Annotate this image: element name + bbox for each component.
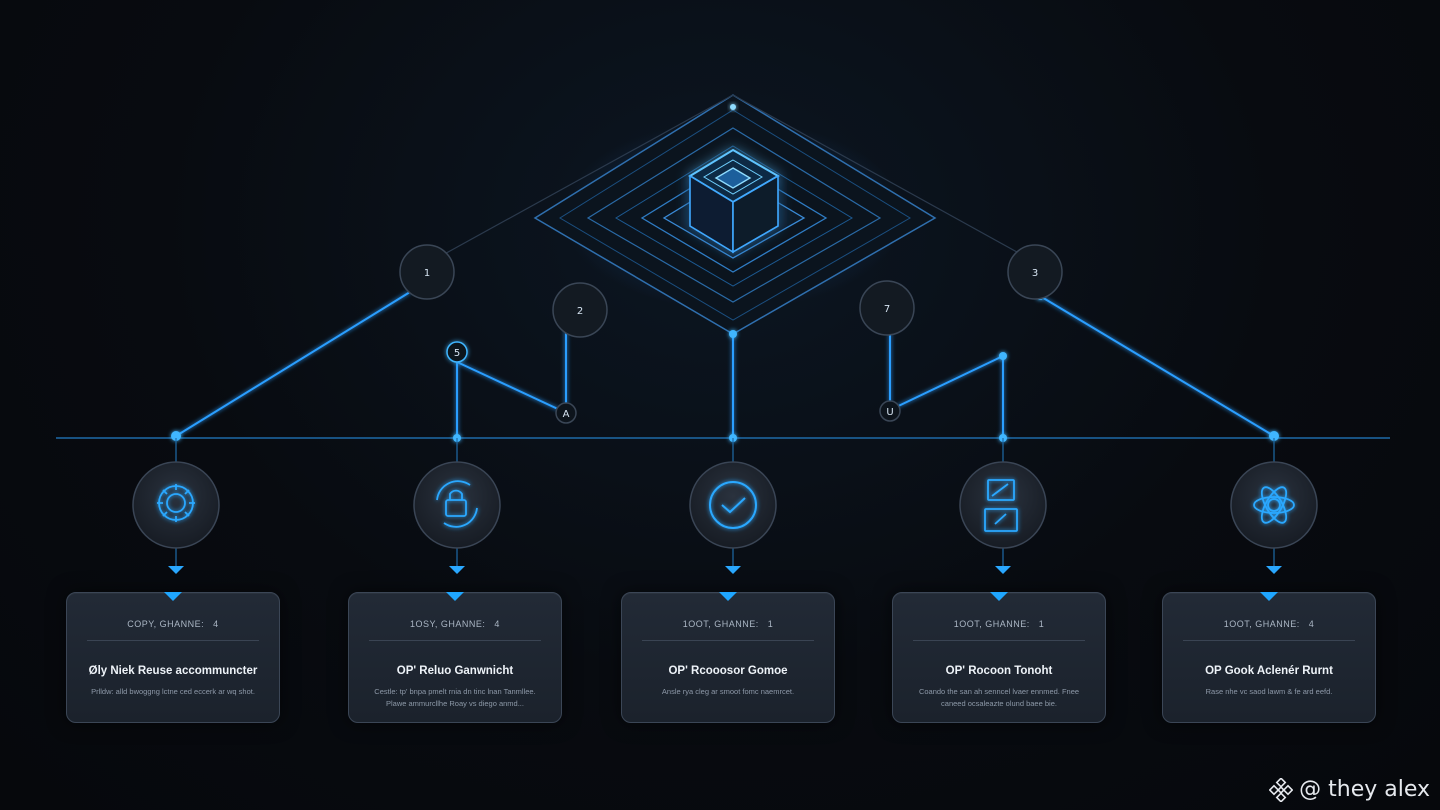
card-divider (642, 640, 814, 641)
marker-3: 3 (1007, 244, 1063, 300)
marker-1: 1 (399, 244, 455, 300)
card-meta-label: 1OOT, GHANNE: (953, 619, 1030, 629)
marker-u: U (879, 400, 901, 422)
step-card-2: 1OSY, GHANNE: 4 OP' Reluo Ganwnicht Cest… (348, 592, 562, 723)
card-description: Ansle rya cleg ar smoot fomc naemrcet. (661, 687, 795, 696)
card-notch (719, 592, 737, 601)
marker-label: 2 (577, 306, 583, 317)
step-node-5 (1230, 461, 1318, 549)
marker-7: 7 (859, 280, 915, 336)
node-stems (175, 438, 1275, 566)
guide-lines (429, 94, 1036, 263)
step-card-1: COPY, GHANNE: 4 Øly Niek Reuse accommunc… (66, 592, 280, 723)
marker-label: 1 (424, 268, 430, 279)
card-description: Prlldw: alld bwoggng lctne ced eccerk ar… (91, 687, 255, 696)
atom-flower-icon (1253, 486, 1295, 524)
card-divider (1183, 640, 1355, 641)
down-arrow-icon (995, 566, 1011, 574)
card-title: OP' Rocoon Tonoht (945, 665, 1053, 677)
step-node-3 (689, 461, 777, 549)
central-chip-icon (533, 94, 937, 335)
card-title: Øly Niek Reuse accommuncter (88, 665, 258, 677)
card-meta-label: 1OOT, GHANNE: (1223, 619, 1300, 629)
step-node-2 (413, 461, 501, 549)
card-notch (1260, 592, 1278, 601)
down-arrows (168, 566, 1282, 574)
step-card-3: 1OOT, GHANNE: 1 OP' Rcooosor Gomoe Ansle… (621, 592, 835, 723)
marker-label: A (563, 409, 570, 420)
card-description: Coando the san ah senncel lvaer ennmed. … (918, 687, 1080, 708)
card-divider (87, 640, 259, 641)
card-title: OP' Reluo Ganwnicht (396, 665, 514, 677)
card-meta: 1OOT, GHANNE: 1 (622, 619, 834, 629)
card-meta: COPY, GHANNE: 4 (67, 619, 279, 629)
card-notch (990, 592, 1008, 601)
layers-frame-icon (984, 479, 1018, 532)
card-meta-number: 4 (494, 619, 500, 629)
step-card-5: 1OOT, GHANNE: 4 OP Gook Aclenér Rurnt Ra… (1162, 592, 1376, 723)
down-arrow-icon (449, 566, 465, 574)
marker-a: A (555, 402, 577, 424)
binance-logo-icon (1269, 777, 1294, 802)
card-meta: 1OOT, GHANNE: 1 (893, 619, 1105, 629)
card-notch (164, 592, 182, 601)
card-title: OP' Rcooosor Gomoe (668, 665, 788, 677)
step-card-4: 1OOT, GHANNE: 1 OP' Rocoon Tonoht Coando… (892, 592, 1106, 723)
card-meta-label: COPY, GHANNE: (127, 619, 205, 629)
card-divider (913, 640, 1085, 641)
marker-label: 5 (454, 348, 460, 359)
marker-label: 7 (884, 304, 890, 315)
marker-label: U (886, 407, 893, 418)
card-meta: 1OOT, GHANNE: 4 (1163, 619, 1375, 629)
marker-label: 3 (1032, 268, 1038, 279)
card-meta-number: 1 (767, 619, 774, 629)
watermark: @ they alex (1269, 777, 1430, 802)
marker-2: 2 (552, 282, 608, 338)
down-arrow-icon (725, 566, 741, 574)
card-notch (446, 592, 464, 601)
down-arrow-icon (168, 566, 184, 574)
card-description: Rase nhe vc saod lawm & fe ard eefd. (1205, 687, 1333, 696)
card-meta-label: 1OOT, GHANNE: (682, 619, 759, 629)
step-node-4 (959, 461, 1047, 549)
lock-cycle-icon (436, 480, 478, 528)
card-meta-number: 4 (213, 619, 219, 629)
check-circle-icon (709, 481, 757, 529)
card-divider (369, 640, 541, 641)
card-meta-label: 1OSY, GHANNE: (410, 619, 486, 629)
card-meta-number: 4 (1308, 619, 1315, 629)
step-node-1 (132, 461, 220, 549)
connector-lines (175, 291, 1275, 438)
down-arrow-icon (1266, 566, 1282, 574)
card-description: Cestle: tp' bnpa pmelt rnia dn tinc lnan… (374, 687, 536, 708)
card-meta-number: 1 (1038, 619, 1045, 629)
card-meta: 1OSY, GHANNE: 4 (349, 619, 561, 629)
gear-network-icon (157, 484, 195, 522)
marker-5: 5 (446, 341, 468, 363)
watermark-text: @ they alex (1299, 777, 1430, 802)
card-title: OP Gook Aclenér Rurnt (1205, 665, 1333, 677)
